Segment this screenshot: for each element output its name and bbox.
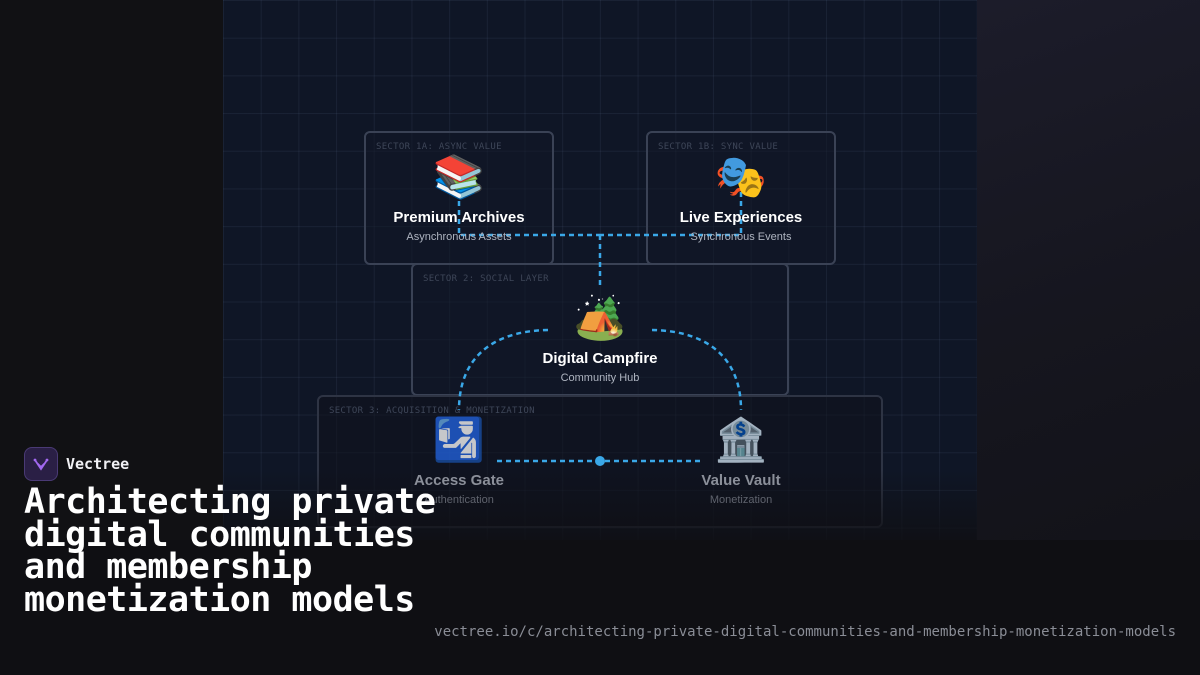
premium-archives-subtitle: Asynchronous Assets	[406, 231, 512, 243]
page-url[interactable]: vectree.io/c/architecting-private-digita…	[434, 624, 1176, 640]
passport-control-icon: 🛂	[432, 415, 486, 464]
brand-name: Vectree	[66, 455, 130, 473]
access-gate-node: 🛂 Access Gate Authentication	[349, 415, 569, 506]
premium-archives-node: 📚 Premium Archives Asynchronous Assets	[349, 152, 569, 243]
brand[interactable]: Vectree	[24, 447, 129, 481]
bottom-backdrop	[0, 540, 1200, 675]
sector-3-label: SECTOR 3: ACQUISITION & MONETIZATION	[329, 406, 535, 416]
theater-masks-icon: 🎭	[714, 152, 768, 201]
value-vault-title: Value Vault	[701, 472, 781, 489]
campsite-icon: 🏕️	[573, 293, 627, 342]
digital-campfire-node: 🏕️ Digital Campfire Community Hub	[490, 293, 710, 384]
live-experiences-node: 🎭 Live Experiences Synchronous Events	[631, 152, 851, 243]
canvas-fade	[223, 470, 977, 540]
digital-campfire-title: Digital Campfire	[542, 350, 658, 367]
digital-campfire-subtitle: Community Hub	[560, 372, 640, 384]
live-experiences-title: Live Experiences	[679, 209, 803, 226]
value-vault-node: 🏦 Value Vault Monetization	[631, 415, 851, 506]
books-icon: 📚	[432, 152, 486, 201]
access-gate-subtitle: Authentication	[424, 494, 494, 506]
bank-icon: 🏦	[714, 415, 768, 464]
premium-archives-title: Premium Archives	[393, 209, 525, 226]
page-title: Architecting private digital communities…	[24, 482, 436, 620]
value-vault-subtitle: Monetization	[709, 494, 773, 506]
access-gate-title: Access Gate	[413, 472, 505, 489]
sector-1b-label: SECTOR 1B: SYNC VALUE	[658, 142, 779, 152]
sector-1a-label: SECTOR 1A: ASYNC VALUE	[376, 142, 502, 152]
sector-2-label: SECTOR 2: SOCIAL LAYER	[423, 274, 549, 284]
vectree-logo-icon	[24, 447, 58, 481]
live-experiences-subtitle: Synchronous Events	[690, 231, 792, 243]
